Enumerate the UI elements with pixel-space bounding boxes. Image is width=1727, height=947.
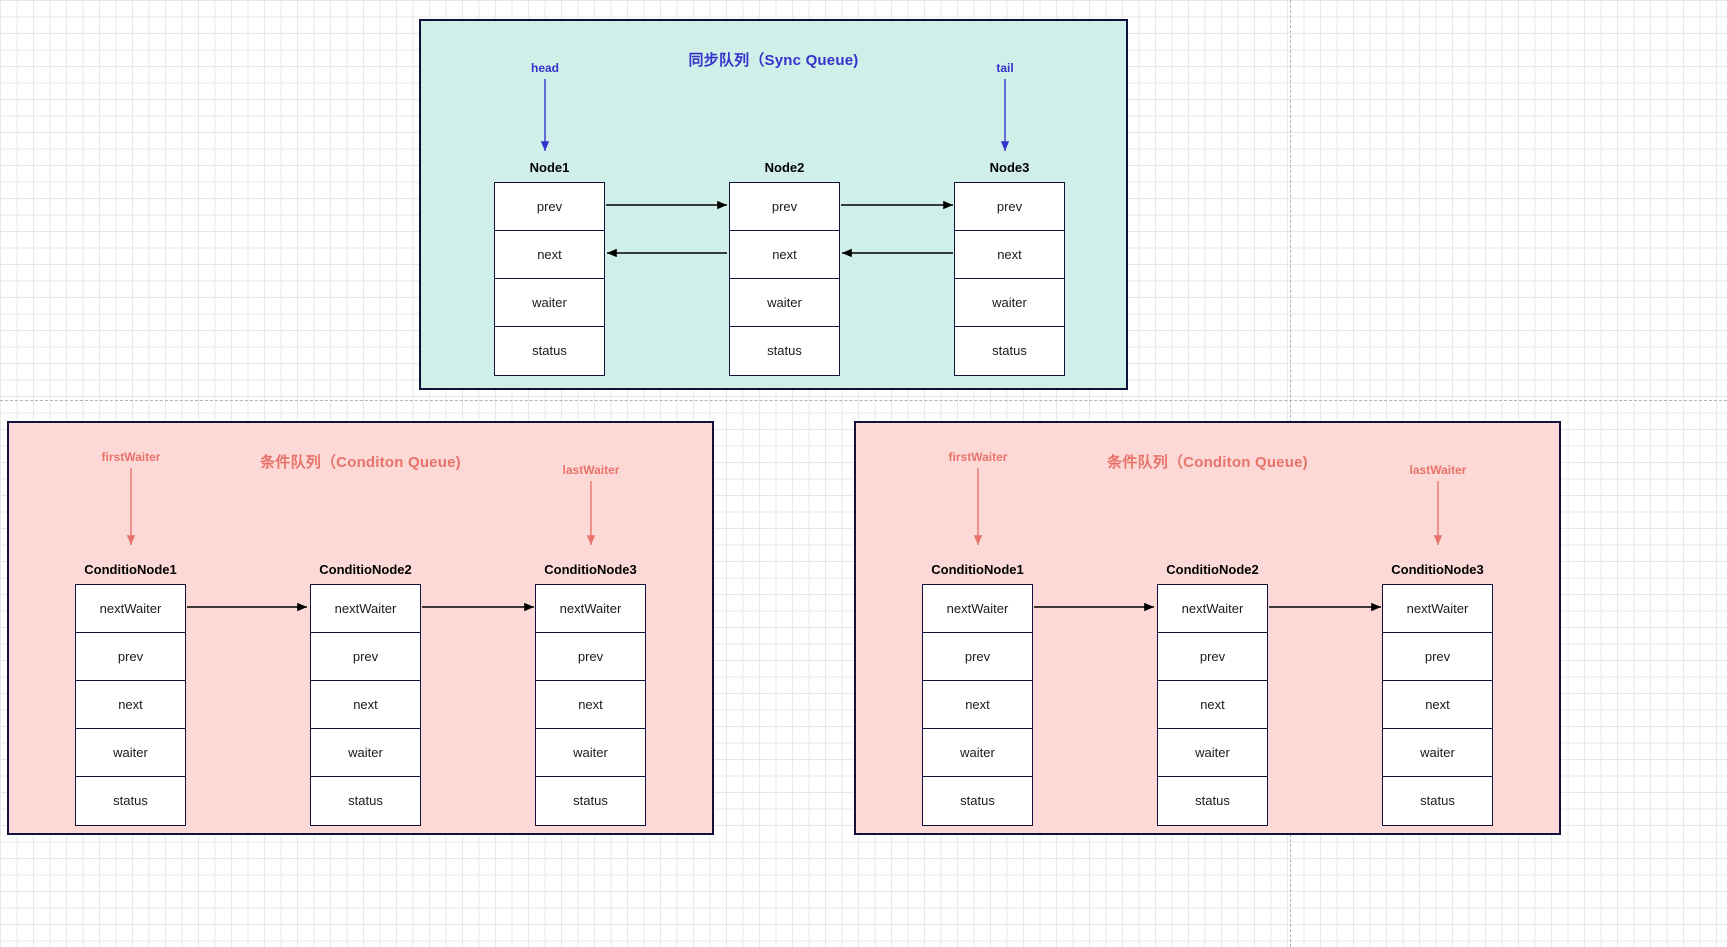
condition-left-node-3-field-status: status	[573, 793, 608, 808]
condition-right-node-1-field-waiter: waiter	[923, 729, 1032, 777]
pointer-last-waiter-right-arrow	[1433, 481, 1443, 545]
pointer-tail-label: tail	[996, 61, 1014, 75]
condition-right-node-1-field-status: status	[960, 793, 995, 808]
condition-right-node-3-field-prev: prev	[1383, 633, 1492, 681]
pointer-head-label: head	[530, 61, 560, 75]
sync-node-2[interactable]: Node2 prev next waiter status	[729, 160, 840, 376]
condition-right-node-3-field-next: next	[1383, 681, 1492, 729]
sync-node-3-title: Node3	[989, 160, 1030, 175]
condition-left-node-2-title: ConditioNode2	[319, 562, 412, 577]
condition-right-node-3-field-waiter: waiter	[1383, 729, 1492, 777]
sync-node-1-field-status: status	[532, 343, 567, 358]
sync-node-2-field-next: next	[730, 231, 839, 279]
sync-node-1-field-waiter: waiter	[495, 279, 604, 327]
sync-node-1-box: prev next waiter status	[494, 182, 605, 376]
condition-right-node-1-field-nextwaiter: nextWaiter	[923, 585, 1032, 633]
condition-right-node-1-field-prev: prev	[923, 633, 1032, 681]
sync-node-1[interactable]: Node1 prev next waiter status	[494, 160, 605, 376]
sync-node-2-field-waiter: waiter	[730, 279, 839, 327]
condition-left-node-2-box: nextWaiter prev next waiter status	[310, 584, 421, 826]
condition-right-node-2[interactable]: ConditioNode2 nextWaiter prev next waite…	[1157, 562, 1268, 826]
pointer-last-waiter-left-label: lastWaiter	[562, 463, 620, 477]
condition-left-node-2-field-next: next	[311, 681, 420, 729]
sync-queue-panel[interactable]: 同步队列（Sync Queue) head tail	[419, 19, 1128, 390]
condition-queue-left-title: 条件队列（Conditon Queue)	[260, 454, 461, 471]
condition-queue-right-panel[interactable]: 条件队列（Conditon Queue) firstWaiter lastWai…	[854, 421, 1561, 835]
sync-node-3-field-status: status	[992, 343, 1027, 358]
sync-node-2-box: prev next waiter status	[729, 182, 840, 376]
pointer-last-waiter-left-arrow	[586, 481, 596, 545]
sync-node-1-field-next: next	[495, 231, 604, 279]
condition-left-node-1-field-nextwaiter: nextWaiter	[76, 585, 185, 633]
condition-right-node-2-field-status: status	[1195, 793, 1230, 808]
condition-left-node-1-field-status: status	[113, 793, 148, 808]
condition-right-node-1[interactable]: ConditioNode1 nextWaiter prev next waite…	[922, 562, 1033, 826]
condition-right-node-1-box: nextWaiter prev next waiter status	[922, 584, 1033, 826]
condition-queue-left-panel[interactable]: 条件队列（Conditon Queue) firstWaiter lastWai…	[7, 421, 714, 835]
sync-node-2-field-prev: prev	[730, 183, 839, 231]
sync-node-1-field-prev: prev	[495, 183, 604, 231]
sync-node-1-title: Node1	[529, 160, 570, 175]
condition-left-node-3-title: ConditioNode3	[544, 562, 637, 577]
pointer-first-waiter-left-arrow	[126, 468, 136, 545]
pointer-first-waiter-right-label: firstWaiter	[948, 450, 1008, 464]
sync-node-3[interactable]: Node3 prev next waiter status	[954, 160, 1065, 376]
condition-left-node-3-box: nextWaiter prev next waiter status	[535, 584, 646, 826]
condition-left-node-1[interactable]: ConditioNode1 nextWaiter prev next waite…	[75, 562, 186, 826]
pointer-tail-arrow	[1000, 79, 1010, 151]
sync-node-2-title: Node2	[764, 160, 805, 175]
condition-right-node-1-field-next: next	[923, 681, 1032, 729]
condition-right-node-3-field-status: status	[1420, 793, 1455, 808]
pointer-head-arrow	[540, 79, 550, 151]
condition-right-node-2-box: nextWaiter prev next waiter status	[1157, 584, 1268, 826]
condition-left-node-3[interactable]: ConditioNode3 nextWaiter prev next waite…	[535, 562, 646, 826]
condition-left-node-1-title: ConditioNode1	[84, 562, 177, 577]
pointer-last-waiter-right-label: lastWaiter	[1409, 463, 1467, 477]
condition-right-node-2-field-waiter: waiter	[1158, 729, 1267, 777]
sync-node-3-field-waiter: waiter	[955, 279, 1064, 327]
condition-left-node-1-field-prev: prev	[76, 633, 185, 681]
condition-left-node-2[interactable]: ConditioNode2 nextWaiter prev next waite…	[310, 562, 421, 826]
pointer-first-waiter-right-arrow	[973, 468, 983, 545]
condition-right-node-2-field-prev: prev	[1158, 633, 1267, 681]
condition-left-node-1-field-next: next	[76, 681, 185, 729]
condition-left-node-3-field-next: next	[536, 681, 645, 729]
sync-node-3-field-prev: prev	[955, 183, 1064, 231]
condition-right-node-3[interactable]: ConditioNode3 nextWaiter prev next waite…	[1382, 562, 1493, 826]
condition-queue-right-title: 条件队列（Conditon Queue)	[1107, 454, 1308, 471]
condition-left-node-3-field-nextwaiter: nextWaiter	[536, 585, 645, 633]
condition-left-node-3-field-waiter: waiter	[536, 729, 645, 777]
condition-right-node-3-title: ConditioNode3	[1391, 562, 1484, 577]
condition-left-node-1-box: nextWaiter prev next waiter status	[75, 584, 186, 826]
condition-right-node-2-field-next: next	[1158, 681, 1267, 729]
condition-left-node-3-field-prev: prev	[536, 633, 645, 681]
condition-left-node-2-field-status: status	[348, 793, 383, 808]
condition-right-node-3-box: nextWaiter prev next waiter status	[1382, 584, 1493, 826]
sync-queue-title: 同步队列（Sync Queue)	[688, 52, 859, 69]
condition-left-node-1-field-waiter: waiter	[76, 729, 185, 777]
condition-right-node-2-field-nextwaiter: nextWaiter	[1158, 585, 1267, 633]
sync-node-3-field-next: next	[955, 231, 1064, 279]
sync-node-3-box: prev next waiter status	[954, 182, 1065, 376]
condition-right-node-3-field-nextwaiter: nextWaiter	[1383, 585, 1492, 633]
pointer-first-waiter-left-label: firstWaiter	[101, 450, 161, 464]
condition-left-node-2-field-prev: prev	[311, 633, 420, 681]
condition-left-node-2-field-waiter: waiter	[311, 729, 420, 777]
sync-node-2-field-status: status	[767, 343, 802, 358]
condition-left-node-2-field-nextwaiter: nextWaiter	[311, 585, 420, 633]
condition-right-node-2-title: ConditioNode2	[1166, 562, 1259, 577]
condition-right-node-1-title: ConditioNode1	[931, 562, 1024, 577]
guide-line-horizontal	[0, 400, 1727, 401]
